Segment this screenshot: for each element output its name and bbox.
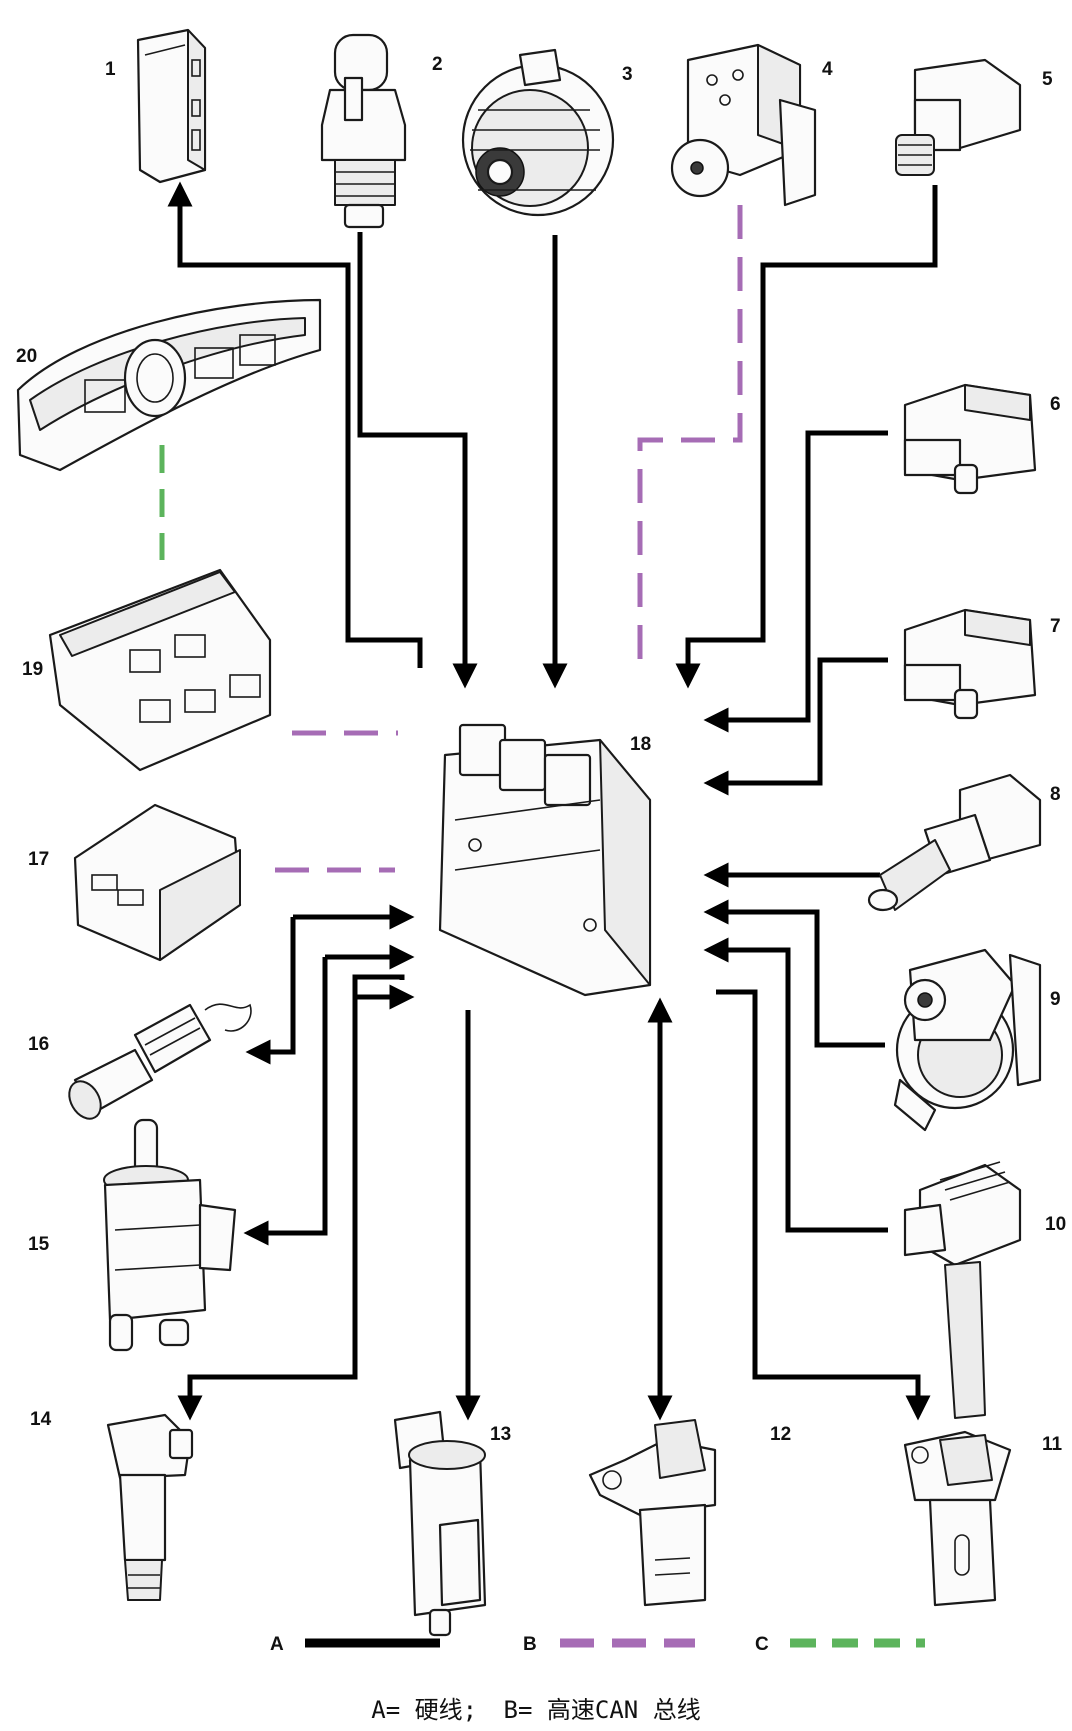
label-15: 15: [28, 1234, 50, 1255]
component-12-crank-sensor: [588, 1419, 717, 1607]
wire-4: [637, 205, 743, 670]
label-8: 8: [1050, 784, 1061, 805]
wire-2: [357, 232, 478, 689]
wire-11: [716, 989, 931, 1421]
caption-can-bus: B= 高速CAN 总线: [503, 1696, 701, 1724]
component-3-alternator: [461, 48, 615, 217]
component-11-cam-sensor: [903, 1430, 1012, 1607]
wire-10: [703, 937, 888, 1233]
label-17: 17: [28, 849, 49, 870]
label-16: 16: [28, 1034, 49, 1055]
component-14-injector: [106, 1413, 194, 1601]
legend-caption: A= 硬线; B= 高速CAN 总线: [0, 1690, 1072, 1725]
wire-14: [177, 974, 405, 1421]
component-9-throttle: [893, 948, 1042, 1132]
legend-c-letter: C: [755, 1634, 769, 1655]
legend: A B C: [270, 1634, 925, 1655]
label-20: 20: [16, 346, 37, 367]
wires: [159, 181, 938, 1421]
component-17-module: [73, 803, 242, 962]
component-6-map-sensor: [903, 383, 1037, 495]
component-15-valve: [103, 1118, 237, 1352]
label-14: 14: [30, 1409, 52, 1430]
wire-16: [245, 917, 296, 1065]
component-8-temp-sensor: [867, 773, 1042, 912]
component-20-instrument-cluster: [16, 298, 322, 472]
label-5: 5: [1042, 69, 1053, 90]
label-9: 9: [1050, 989, 1061, 1010]
label-10: 10: [1045, 1214, 1066, 1235]
label-4: 4: [822, 59, 833, 80]
component-7-map-sensor: [903, 608, 1037, 720]
component-13-actuator: [393, 1410, 487, 1637]
label-6: 6: [1050, 394, 1061, 415]
wire-5: [675, 185, 938, 689]
wire-1: [167, 181, 423, 668]
wire-7: [703, 657, 888, 796]
component-16-o2-sensor: [68, 1003, 252, 1120]
wire-15: [243, 957, 328, 1246]
label-1: 1: [105, 59, 116, 80]
label-18: 18: [630, 734, 651, 755]
component-2-switch: [320, 33, 407, 229]
label-13: 13: [490, 1424, 511, 1445]
wire-9: [703, 899, 885, 1048]
component-10-coil: [903, 1161, 1022, 1419]
label-19: 19: [22, 659, 43, 680]
caption-hardwire: A= 硬线;: [371, 1696, 478, 1724]
label-11: 11: [1042, 1434, 1063, 1455]
label-12: 12: [770, 1424, 791, 1445]
component-4-abs-unit: [670, 43, 817, 207]
component-19-control-unit: [48, 568, 272, 772]
legend-b-letter: B: [523, 1634, 537, 1655]
component-5-pressure-sensor: [895, 58, 1022, 176]
label-2: 2: [432, 54, 443, 75]
label-7: 7: [1050, 616, 1061, 637]
component-1-module: [136, 28, 207, 184]
legend-a-letter: A: [270, 1634, 284, 1655]
label-3: 3: [622, 64, 633, 85]
wire-6: [703, 430, 888, 733]
component-18-ecu: [438, 723, 652, 997]
